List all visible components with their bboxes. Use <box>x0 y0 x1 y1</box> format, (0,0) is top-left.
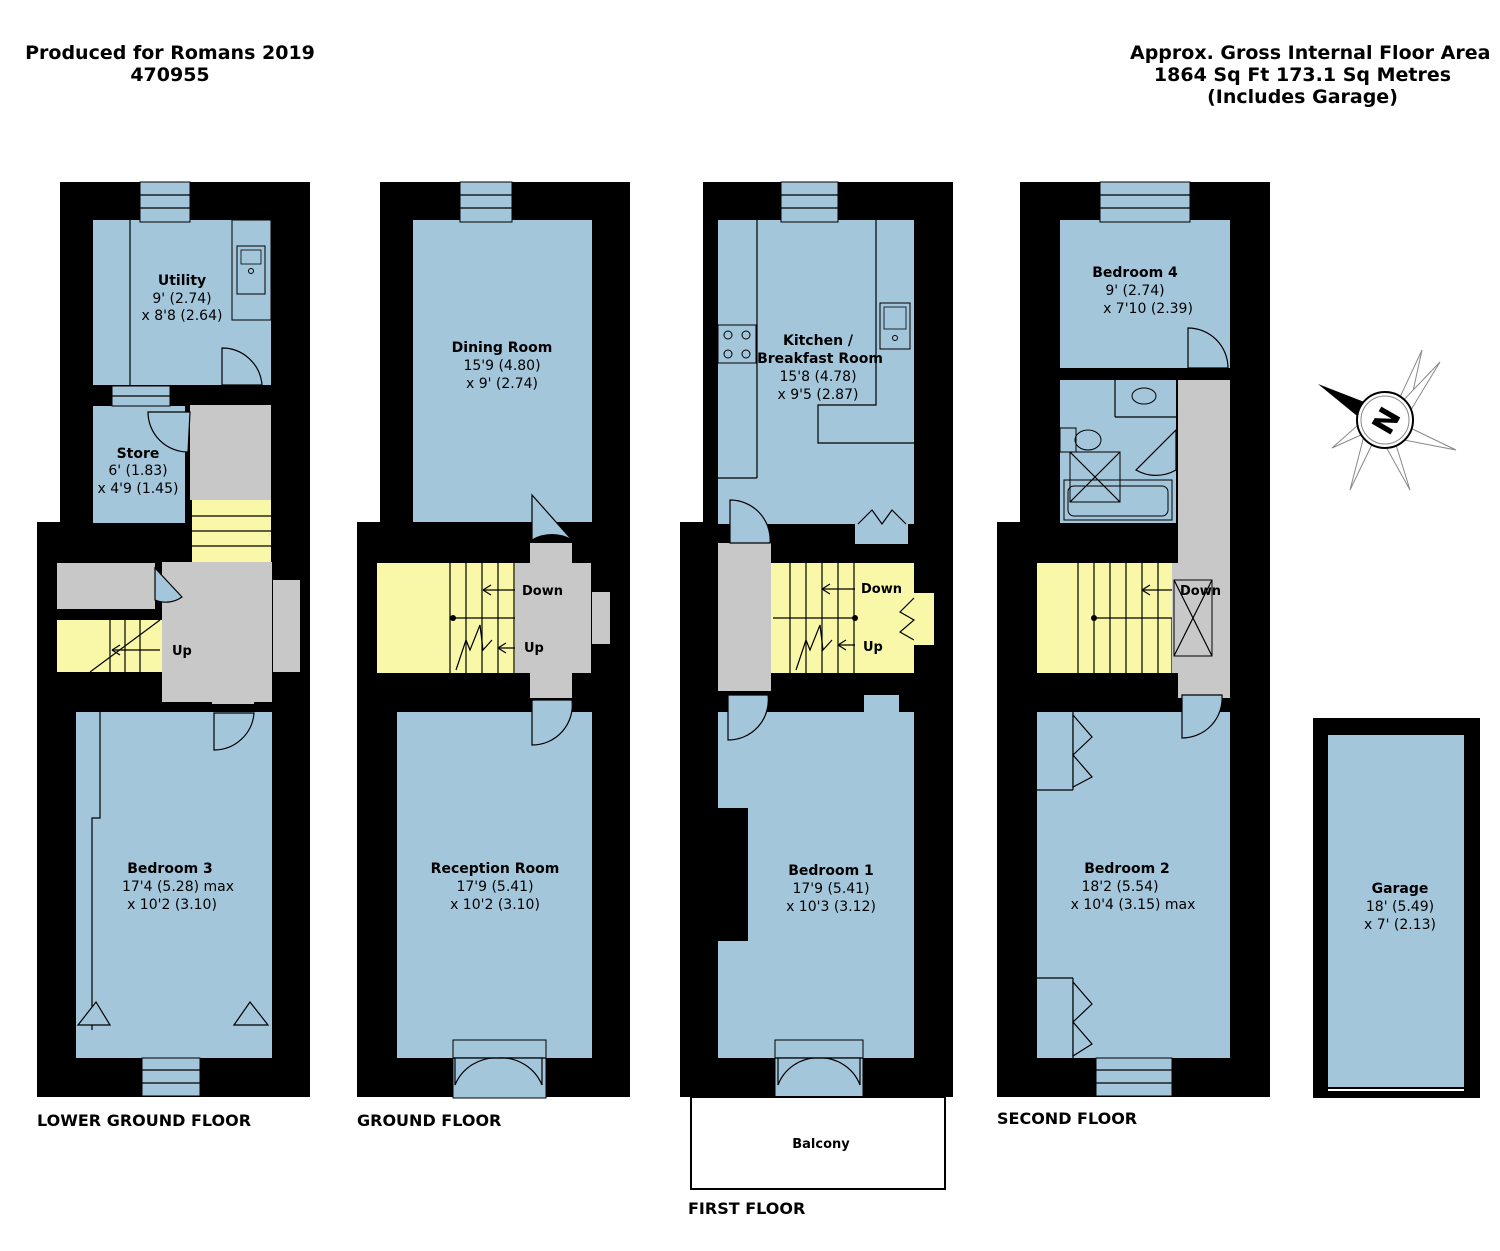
bedroom4-name: Bedroom 4 <box>1092 265 1178 281</box>
g-stair-up-label: Up <box>524 641 544 656</box>
balcony-name: Balcony <box>792 1137 850 1152</box>
f-stair-up-label: Up <box>863 640 883 655</box>
producer-line: Produced for Romans 2019 <box>25 42 315 64</box>
lower-ground-floor: Utility 9' (2.74) x 8'8 (2.64) Store 6' … <box>37 181 310 1130</box>
reception-room-dim1: 17'9 (5.41) <box>456 879 533 895</box>
reference-number: 470955 <box>130 64 210 86</box>
kitchen-name-line1: Kitchen / <box>783 333 854 349</box>
garage-dim1: 18' (5.49) <box>1366 899 1434 915</box>
kitchen-dim2: x 9'5 (2.87) <box>778 387 859 403</box>
kitchen-dim1: 15'8 (4.78) <box>779 369 856 385</box>
bedroom1-name: Bedroom 1 <box>788 863 874 879</box>
second-floor: Bedroom 4 9' (2.74) x 7'10 (2.39) Down B… <box>997 181 1270 1128</box>
bedroom2-dim1: 18'2 (5.54) <box>1081 879 1158 895</box>
dining-room-name: Dining Room <box>452 340 553 356</box>
bedroom4-dim1: 9' (2.74) <box>1105 283 1164 299</box>
utility-name: Utility <box>158 273 206 289</box>
store-name: Store <box>117 446 160 462</box>
balcony <box>690 1096 946 1190</box>
bedroom2-name: Bedroom 2 <box>1084 861 1170 877</box>
ground-floor-label: GROUND FLOOR <box>357 1111 501 1130</box>
sink-icon <box>236 245 266 295</box>
second-floor-label: SECOND FLOOR <box>997 1109 1137 1128</box>
bedroom3-dim2: x 10'2 (3.10) <box>127 897 217 913</box>
floor-area-value: 1864 Sq Ft 173.1 Sq Metres <box>1153 64 1452 86</box>
garage: Garage 18' (5.49) x 7' (2.13) <box>1313 718 1480 1098</box>
first-floor-label: FIRST FLOOR <box>688 1199 805 1218</box>
bedroom3-dim1: 17'4 (5.28) max <box>122 879 234 895</box>
bedroom2-dim2: x 10'4 (3.15) max <box>1071 897 1196 913</box>
lg-stair-up-label: Up <box>172 644 192 659</box>
bedroom4-dim2: x 7'10 (2.39) <box>1103 301 1193 317</box>
header-right: Approx. Gross Internal Floor Area 1864 S… <box>1130 42 1491 108</box>
garage-dim2: x 7' (2.13) <box>1364 917 1436 933</box>
dining-room-dim1: 15'9 (4.80) <box>463 358 540 374</box>
g-stair-down-label: Down <box>522 584 563 599</box>
bedroom3-name: Bedroom 3 <box>127 861 213 877</box>
f-stair-down-label: Down <box>861 582 902 597</box>
kitchen-name-line2: Breakfast Room <box>757 351 883 367</box>
lower-ground-floor-label: LOWER GROUND FLOOR <box>37 1111 251 1130</box>
floor-area-title: Approx. Gross Internal Floor Area <box>1130 42 1491 64</box>
bedroom1-dim1: 17'9 (5.41) <box>792 881 869 897</box>
first-floor: Kitchen / Breakfast Room 15'8 (4.78) x 9… <box>680 181 953 1218</box>
ground-floor: Dining Room 15'9 (4.80) x 9' (2.74) Down… <box>357 181 630 1130</box>
floor-area-note: (Includes Garage) <box>1207 86 1398 108</box>
compass-icon: N <box>1318 349 1457 491</box>
store-dim2: x 4'9 (1.45) <box>98 481 179 497</box>
kitchen-sink-icon <box>879 302 911 350</box>
utility-dim2: x 8'8 (2.64) <box>142 308 223 324</box>
utility-dim1: 9' (2.74) <box>152 291 211 307</box>
bedroom1-dim2: x 10'3 (3.12) <box>786 899 876 915</box>
store-dim1: 6' (1.83) <box>108 463 167 479</box>
reception-room-name: Reception Room <box>431 861 560 877</box>
dining-room-dim2: x 9' (2.74) <box>466 376 538 392</box>
reception-room-dim2: x 10'2 (3.10) <box>450 897 540 913</box>
s-stair-down-label: Down <box>1180 584 1221 599</box>
garage-name: Garage <box>1372 881 1429 897</box>
header-left: Produced for Romans 2019 470955 <box>20 42 320 86</box>
